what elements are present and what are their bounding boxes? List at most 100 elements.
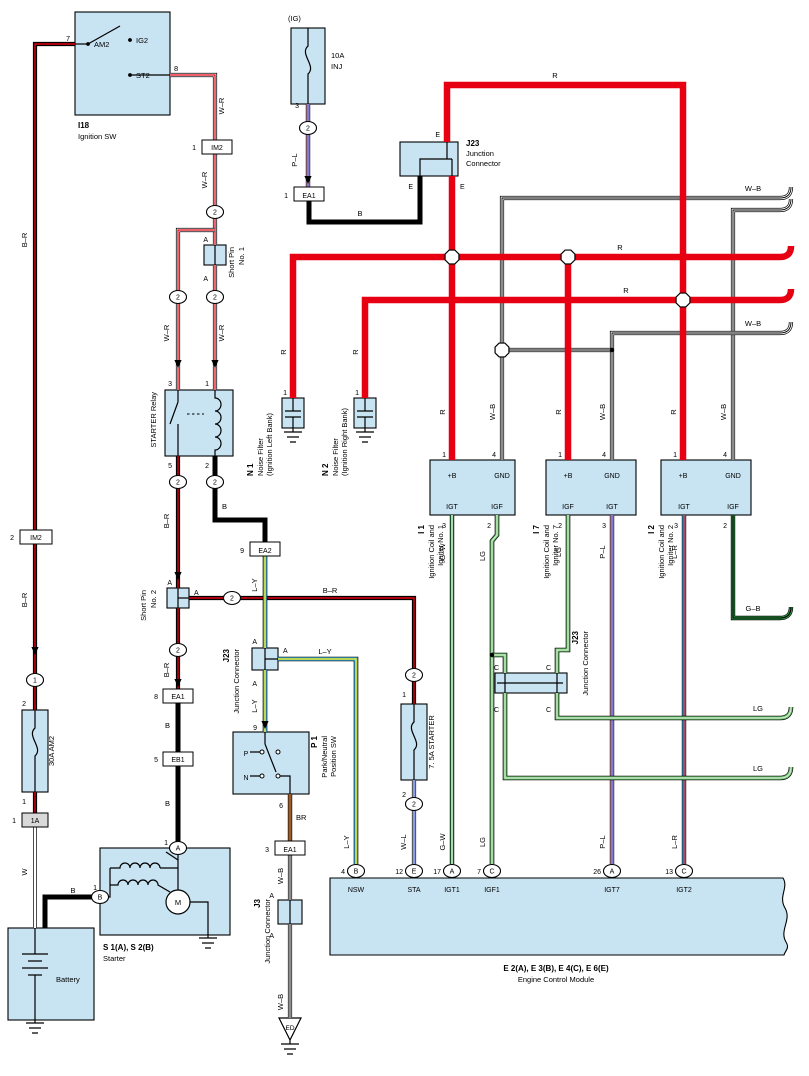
i2-ignition-coil-box bbox=[660, 459, 752, 516]
p1-id: P 1 bbox=[310, 735, 319, 747]
wire-label-r: R bbox=[554, 409, 563, 415]
connector-oval-label: C bbox=[681, 869, 686, 876]
i2-igf: IGF bbox=[727, 504, 739, 511]
pin-2: 2 bbox=[402, 792, 406, 799]
p1-contact-p: P bbox=[244, 751, 249, 758]
direction-arrow-icon bbox=[174, 572, 182, 580]
source-ig: (IG) bbox=[288, 14, 301, 23]
pin-3: 3 bbox=[265, 847, 269, 854]
wire-label-w-b: W–B bbox=[745, 184, 761, 193]
connector-oval-label: A bbox=[450, 869, 455, 876]
wire-lg bbox=[556, 693, 792, 719]
wire-gb bbox=[732, 515, 792, 619]
starter-ground-line bbox=[190, 901, 209, 938]
connector-oval-label: 2 bbox=[213, 210, 217, 217]
n1-id: N 1 bbox=[246, 463, 255, 476]
wire-label-lg: LG bbox=[753, 764, 763, 773]
i7-ignition-coil-box bbox=[545, 459, 637, 516]
i7-name: Ignition Coil and bbox=[542, 525, 551, 579]
wire-b bbox=[42, 894, 94, 928]
pin-a: A bbox=[283, 648, 288, 655]
i18-id: I18 bbox=[78, 121, 90, 130]
j3-id: J3 bbox=[253, 898, 262, 907]
junction-dot bbox=[609, 347, 615, 353]
connector-oval bbox=[205, 289, 225, 305]
wire-lg bbox=[502, 693, 794, 781]
p1-contacts bbox=[250, 732, 291, 794]
i2-gnd: GND bbox=[725, 473, 741, 480]
connector-eb1-box bbox=[162, 751, 194, 767]
connector-oval bbox=[346, 863, 366, 879]
direction-arrow-icon bbox=[304, 176, 312, 184]
wire-label-l-y: L–Y bbox=[318, 647, 331, 656]
n1-name: (Ignition Left Bank) bbox=[265, 413, 274, 476]
pin-c: C bbox=[546, 665, 551, 672]
pin-2: 2 bbox=[22, 701, 26, 708]
am2-fuse-symbol bbox=[31, 710, 39, 792]
inj-fuse-symbol bbox=[304, 28, 312, 104]
contact-dot bbox=[86, 42, 90, 46]
battery-symbol bbox=[22, 928, 48, 1023]
pin-e: E bbox=[408, 184, 413, 191]
pin-1: 1 bbox=[558, 452, 562, 459]
wire-label-p-l: P–L bbox=[598, 835, 607, 848]
connector-1a: 1A bbox=[31, 818, 40, 825]
connector-oval bbox=[205, 474, 225, 490]
wire-br bbox=[32, 41, 75, 530]
contact-dot bbox=[259, 749, 265, 755]
wire-label-r: R bbox=[669, 409, 678, 415]
pin-7: 7 bbox=[66, 36, 70, 43]
contact-dot bbox=[275, 749, 281, 755]
connector-ea1-box bbox=[293, 186, 325, 202]
wire-label-p-l: P–L bbox=[290, 153, 299, 166]
pin-a: A bbox=[252, 639, 257, 646]
wire-wr bbox=[170, 74, 216, 140]
p1-name: Position SW bbox=[329, 735, 338, 777]
wire-label-g-w: G–W bbox=[438, 833, 447, 851]
short-pin-1-name: No. 1 bbox=[237, 247, 246, 265]
connector-oval bbox=[482, 863, 502, 879]
direction-arrow-icon bbox=[31, 647, 39, 655]
wire-label-l-y: L–Y bbox=[250, 578, 259, 591]
wire-wb bbox=[501, 186, 792, 460]
ecm-signal-igf1: IGF1 bbox=[484, 887, 500, 894]
splice-octagon bbox=[444, 249, 460, 265]
i7-name: Igniter No. 7 bbox=[551, 525, 560, 566]
connector-ea1-box bbox=[162, 688, 194, 704]
pin-e: E bbox=[435, 132, 440, 139]
pin-17: 17 bbox=[433, 869, 441, 876]
connector-oval bbox=[90, 889, 110, 905]
i7-gnd: GND bbox=[604, 473, 620, 480]
wire-label-l-r: L–R bbox=[670, 835, 679, 849]
connector-boxes bbox=[19, 139, 325, 856]
short-pin-2-name: No. 2 bbox=[149, 590, 158, 608]
wire-label-r: R bbox=[279, 349, 288, 355]
battery-name: Battery bbox=[56, 975, 80, 984]
connector-ea1: EA1 bbox=[171, 694, 184, 701]
j23-mid-name: Junction Connector bbox=[232, 649, 241, 714]
j23-low-id: J23 bbox=[571, 630, 580, 644]
wire-label-g-w: G–W bbox=[438, 543, 447, 561]
pin-2: 2 bbox=[723, 523, 727, 530]
connector-ea1-box bbox=[274, 840, 306, 856]
wire-label-b: B bbox=[165, 721, 170, 730]
pin-2: 2 bbox=[487, 523, 491, 530]
motor-m: M bbox=[175, 898, 181, 907]
ecm-box bbox=[329, 877, 789, 956]
terminal-st2: ST2 bbox=[136, 71, 150, 80]
wire-wb bbox=[609, 321, 794, 460]
wire-label-b-r: B–R bbox=[20, 232, 29, 247]
connector-oval-label: E bbox=[412, 869, 417, 876]
starter-relay-name: STARTER Relay bbox=[149, 392, 158, 448]
wire-label-b: B bbox=[165, 799, 170, 808]
wire-wr bbox=[170, 72, 218, 140]
n2-name: Noise Filter bbox=[331, 438, 340, 476]
wire-label-g-b: G–B bbox=[745, 604, 760, 613]
wire-label-l-y: L–Y bbox=[342, 835, 351, 848]
wire-label-w-b: W–B bbox=[488, 404, 497, 420]
i2-igt: IGT bbox=[678, 504, 690, 511]
pin-1: 1 bbox=[284, 193, 288, 200]
wire-label-lg: LG bbox=[478, 551, 487, 561]
connector-ea2-box bbox=[249, 541, 281, 557]
